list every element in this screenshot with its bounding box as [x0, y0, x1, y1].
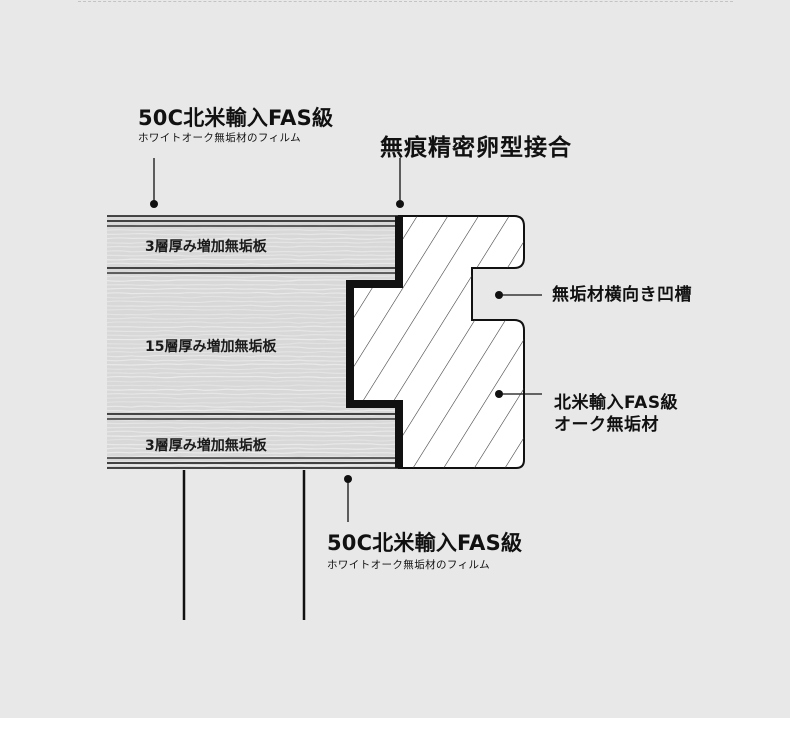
leader-groove [495, 291, 542, 299]
wood-grain-line [107, 275, 399, 278]
leader-bottom-film [344, 475, 352, 522]
wood-grain-line [107, 464, 399, 467]
groove-label: 無垢材横向き凹槽 [552, 285, 692, 305]
solid-wood-label-line1: 北米輸入FAS級 [554, 393, 679, 413]
wood-grain-line [107, 241, 399, 244]
wood-grain-line [107, 409, 399, 413]
layer-middle-label: 15層厚み増加無垢板 [145, 339, 277, 355]
bottom-film-subtitle: ホワイトオーク無垢材のフィルム [327, 559, 491, 571]
wood-grain-line [107, 426, 399, 429]
wood-grain-line [107, 459, 399, 463]
wood-grain-line [107, 254, 399, 257]
wood-grain-line [107, 430, 399, 434]
wood-grain-line [107, 249, 399, 253]
wood-grain-block [107, 216, 399, 468]
leader-solid-wood [495, 390, 542, 398]
leader-top-film [150, 158, 158, 208]
layer-bottom-label: 3層厚み増加無垢板 [145, 438, 267, 454]
wood-grain-line [107, 451, 399, 454]
wood-grain-line [107, 434, 399, 438]
wood-grain-line [107, 237, 399, 240]
layer-dividers [107, 267, 399, 420]
wood-grain-line [107, 455, 399, 459]
wood-grain-line [107, 447, 399, 450]
wood-grain-line [107, 232, 399, 236]
bottom-film-title: 50C北米輸入FAS級 [327, 531, 523, 555]
wood-grain-line [107, 258, 399, 261]
layer-top-label: 3層厚み増加無垢板 [145, 239, 267, 255]
top-dashed-rule [78, 1, 733, 2]
wood-grain-line [107, 438, 399, 442]
leader-joint [396, 158, 404, 208]
wood-grain-line [107, 245, 399, 249]
top-film-subtitle: ホワイトオーク無垢材のフィルム [138, 132, 302, 144]
joint-title: 無痕精密卵型接合 [380, 135, 572, 161]
top-film-title: 50C北米輸入FAS級 [138, 106, 334, 130]
wood-grain-line [107, 228, 399, 232]
wood-grain-line [107, 443, 399, 446]
wood-grain-line [107, 262, 399, 266]
wood-grain-line [107, 422, 399, 425]
solid-wood-label-line2: オーク無垢材 [554, 415, 659, 435]
top-film [107, 215, 399, 227]
bottom-film [107, 457, 399, 469]
